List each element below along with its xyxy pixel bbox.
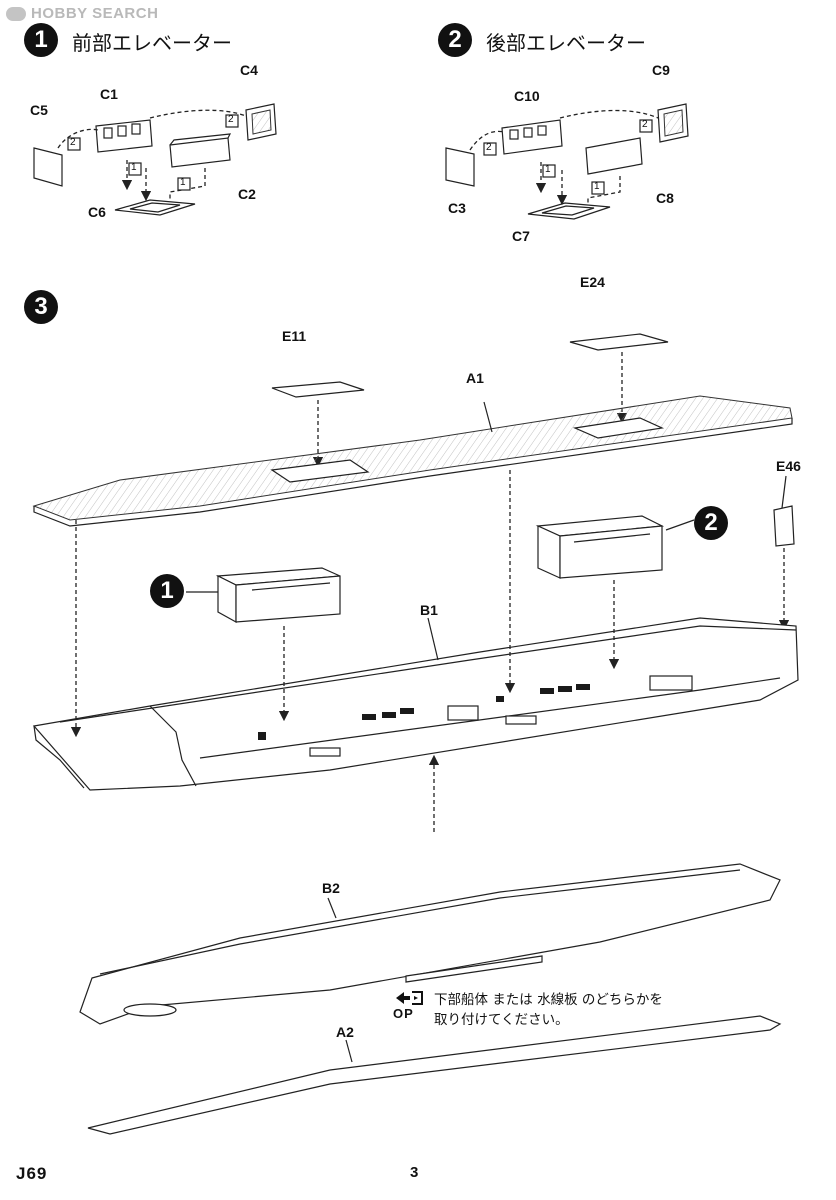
part-a2-shape bbox=[87, 1015, 782, 1135]
order-mark-c9: 2 bbox=[642, 119, 648, 130]
step-2-number: 2 bbox=[448, 26, 462, 53]
step-1-title: 前部エレベーター bbox=[72, 31, 232, 55]
part-a1-shape bbox=[32, 395, 793, 521]
order-mark-c4: 2 bbox=[228, 114, 234, 125]
order-mark-c3: 2 bbox=[486, 142, 492, 153]
label-c5: C5 bbox=[30, 102, 48, 118]
step-3-drawing bbox=[32, 333, 799, 1135]
watermark: HOBBY SEARCH bbox=[6, 5, 158, 22]
order-mark-c8: 1 bbox=[594, 181, 600, 192]
part-c10-shape bbox=[501, 119, 563, 155]
order-mark-c10: 1 bbox=[545, 164, 551, 175]
step-1-number: 1 bbox=[34, 26, 48, 53]
callout-rear-elevator: 2 bbox=[694, 506, 728, 540]
step-2-drawing bbox=[445, 103, 689, 220]
option-arrows-icon bbox=[396, 991, 423, 1005]
part-c7-shape bbox=[527, 202, 611, 220]
part-b2-shape bbox=[79, 863, 781, 1025]
label-a2: A2 bbox=[336, 1024, 354, 1040]
label-c7: C7 bbox=[512, 228, 530, 244]
option-note-line-1: 下部船体 または 水線板 のどちらかを bbox=[434, 992, 663, 1008]
label-c10: C10 bbox=[514, 88, 540, 104]
part-c6-shape bbox=[114, 199, 196, 216]
part-e11-shape bbox=[271, 381, 365, 398]
step-2-title: 後部エレベーター bbox=[486, 31, 646, 55]
callout-front-elevator-number: 1 bbox=[160, 577, 174, 604]
part-c8-shape bbox=[585, 137, 643, 175]
label-a1: A1 bbox=[466, 370, 484, 386]
rear-elevator-block-shape bbox=[535, 515, 665, 579]
page-number: 3 bbox=[410, 1164, 419, 1181]
label-e11: E11 bbox=[282, 328, 307, 344]
part-b1-shape bbox=[32, 617, 799, 791]
step-3-number: 3 bbox=[34, 293, 48, 320]
label-b2: B2 bbox=[322, 880, 340, 896]
option-note: 下部船体 または 水線板 のどちらかを 取り付けてください。 bbox=[434, 990, 663, 1030]
order-mark-c5: 2 bbox=[70, 137, 76, 148]
part-c3-shape bbox=[445, 147, 475, 187]
part-e46-shape bbox=[773, 505, 795, 547]
label-c3: C3 bbox=[448, 200, 466, 216]
hobby-search-logo-icon bbox=[6, 6, 26, 21]
part-c1-shape bbox=[95, 119, 153, 153]
label-c9: C9 bbox=[652, 62, 670, 78]
label-e46: E46 bbox=[776, 458, 801, 474]
label-c2: C2 bbox=[238, 186, 256, 202]
step-1-badge: 1 bbox=[24, 23, 58, 57]
label-c4: C4 bbox=[240, 62, 258, 78]
step-1-drawing bbox=[33, 103, 277, 216]
order-mark-c2: 1 bbox=[180, 177, 186, 188]
part-c5-shape bbox=[33, 147, 63, 187]
watermark-text: HOBBY SEARCH bbox=[31, 5, 159, 22]
order-mark-c1: 1 bbox=[131, 162, 137, 173]
label-c8: C8 bbox=[656, 190, 674, 206]
footer-code: J69 bbox=[16, 1164, 48, 1183]
step-2-badge: 2 bbox=[438, 23, 472, 57]
callout-front-elevator: 1 bbox=[150, 574, 184, 608]
part-e24-shape bbox=[569, 333, 669, 351]
front-elevator-block-shape bbox=[215, 567, 341, 624]
option-badge: OP bbox=[393, 1006, 414, 1021]
part-c2-shape bbox=[169, 137, 231, 168]
label-e24: E24 bbox=[580, 274, 605, 290]
label-c1: C1 bbox=[100, 86, 118, 102]
step-3-badge: 3 bbox=[24, 290, 58, 324]
label-b1: B1 bbox=[420, 602, 438, 618]
callout-rear-elevator-number: 2 bbox=[704, 509, 718, 536]
label-c6: C6 bbox=[88, 204, 106, 220]
option-note-line-2: 取り付けてください。 bbox=[434, 1012, 569, 1028]
